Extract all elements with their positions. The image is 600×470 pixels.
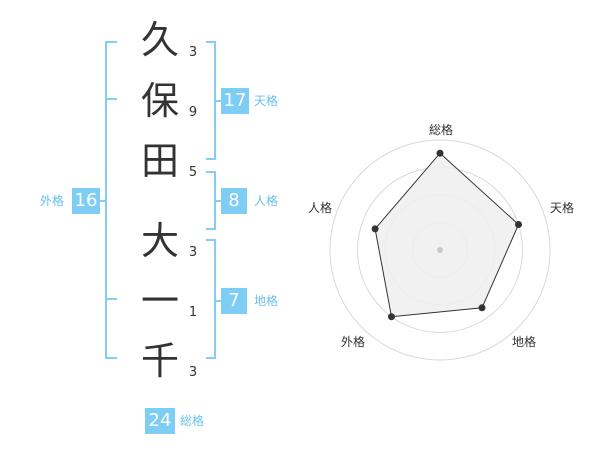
- radar-point-4: [388, 313, 395, 321]
- radar-point-5: [371, 225, 379, 233]
- radar-center-dot: [437, 247, 443, 253]
- name-char-3: 田: [140, 139, 179, 183]
- name-char-6: 千: [140, 339, 179, 383]
- radar-point-2: [515, 221, 522, 228]
- chikaku-bracket: [206, 239, 216, 359]
- radar-point-1: [436, 149, 444, 157]
- radar-label-tenkaku: 天格: [549, 201, 574, 215]
- stroke-count-6: 3: [188, 365, 198, 380]
- radar-ring: [329, 139, 551, 361]
- radar-label-soukaku: 総格: [428, 123, 453, 137]
- jinkaku-badge: 8: [221, 188, 247, 214]
- radar-series-area: [374, 152, 520, 318]
- soukaku-label: 総格: [180, 414, 205, 428]
- chikaku-label: 地格: [254, 294, 279, 308]
- radar-label-gaikaku: 外格: [340, 335, 365, 349]
- jinkaku-label: 人格: [254, 194, 279, 208]
- name-char-4: 大: [140, 219, 179, 263]
- chikaku-badge: 7: [221, 288, 247, 314]
- radar-point-3: [478, 304, 486, 312]
- gaikaku-label: 外格: [40, 194, 65, 208]
- stroke-count-1: 3: [188, 45, 198, 60]
- gaikaku-badge: 16: [72, 188, 100, 214]
- stroke-count-5: 1: [188, 305, 198, 320]
- name-char-1: 久: [140, 18, 179, 62]
- stroke-count-2: 9: [188, 105, 198, 120]
- radar-label-chikaku: 地格: [511, 335, 536, 349]
- name-char-5: 一: [140, 279, 179, 323]
- tenkaku-badge: 17: [221, 88, 249, 114]
- name-char-2: 保: [140, 79, 179, 123]
- soukaku-badge: 24: [145, 408, 175, 434]
- tenkaku-label: 天格: [254, 94, 279, 108]
- radar-label-jinkaku: 人格: [307, 201, 332, 215]
- stroke-count-4: 3: [188, 245, 198, 260]
- stroke-count-3: 5: [188, 165, 198, 180]
